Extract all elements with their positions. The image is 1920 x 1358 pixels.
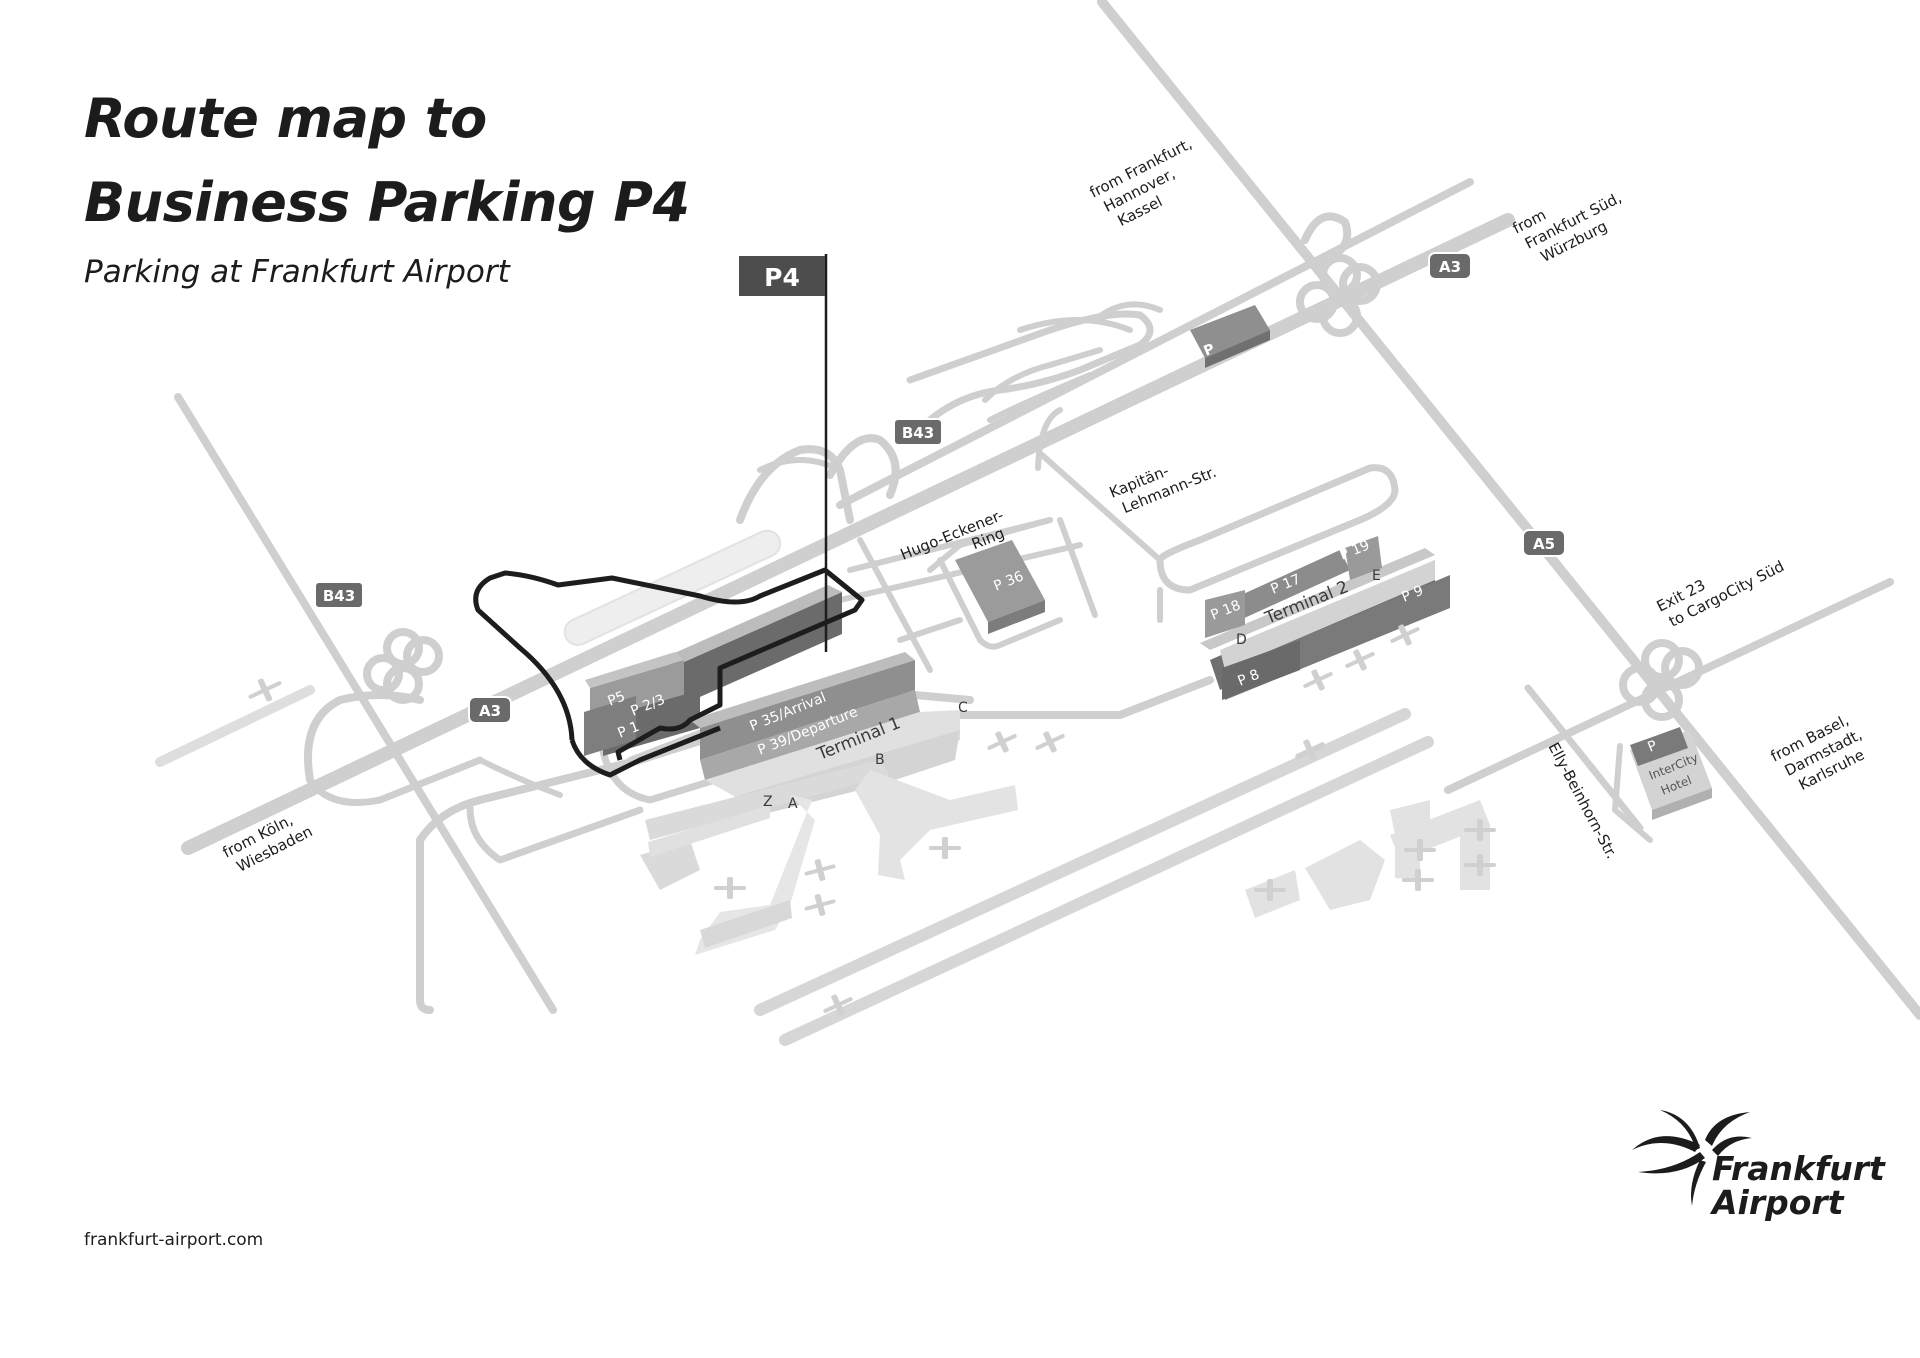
terminal-2-building (1200, 536, 1450, 700)
pier-b-label: B (875, 752, 885, 768)
p36-parking (955, 540, 1045, 634)
p-parking-north (1190, 305, 1270, 368)
runways (155, 685, 1434, 1046)
p4-flag (739, 256, 825, 296)
terminal-1-building (640, 710, 1018, 955)
b43-shield-west: B43 (323, 587, 355, 605)
title-line-2: Business Parking P4 (84, 171, 690, 234)
a5-shield: A5 (1533, 535, 1555, 553)
cloverleaf-a5-exit (1619, 639, 1703, 721)
runway-south-2 (779, 736, 1434, 1046)
p9-label: P 9 (1400, 583, 1426, 606)
p5-p23-p1-parking (584, 652, 700, 756)
p8-label: P 8 (1236, 667, 1262, 690)
runway-south-1 (754, 708, 1411, 1016)
pier-a-label: A (788, 796, 798, 812)
p4-flag-label: P4 (764, 263, 800, 292)
p35-p39-parking (690, 652, 920, 780)
p4-label: P4 (786, 657, 811, 679)
pier-c-label: C (958, 700, 968, 716)
website-url: frankfurt-airport.com (84, 1230, 264, 1250)
a3-shield-west: A3 (479, 702, 501, 720)
route-to-p4 (473, 567, 865, 761)
runway-north-area (563, 529, 782, 646)
pier-z-label: Z (763, 794, 773, 810)
logo-text-line1: Frankfurt (1712, 1149, 1885, 1188)
aircraft-symbols (248, 624, 1496, 1016)
elly-beinhorn-road (1524, 684, 1644, 832)
b43-shield-center: B43 (902, 424, 934, 442)
cargo-area (1245, 800, 1490, 918)
subtitle: Parking at Frankfurt Airport (84, 254, 510, 290)
pier-d-label: D (1236, 632, 1247, 648)
a3-shield-east: A3 (1439, 258, 1461, 276)
p5-label: P5 (606, 688, 628, 709)
pier-z (648, 805, 770, 857)
pier-e-label: E (1372, 568, 1381, 584)
cloverleaf-west (363, 628, 443, 704)
a5-motorway (1097, 0, 1920, 1020)
west-road (174, 393, 557, 1014)
logo-text-line2: Airport (1712, 1183, 1844, 1222)
road-shields: A3 A3 A5 B43 B43 (314, 252, 1566, 724)
b43-road (836, 178, 1474, 509)
intercity-hotel-building (1630, 727, 1712, 820)
title-line-1: Route map to (84, 87, 487, 150)
cloverleaf-a3-a5 (1296, 254, 1381, 337)
frankfurt-airport-logo-icon (1632, 1110, 1752, 1206)
road-network (174, 0, 1920, 1020)
a3-motorway (181, 213, 1515, 855)
runway-west (155, 685, 315, 767)
p1-label: P 1 (616, 719, 642, 742)
